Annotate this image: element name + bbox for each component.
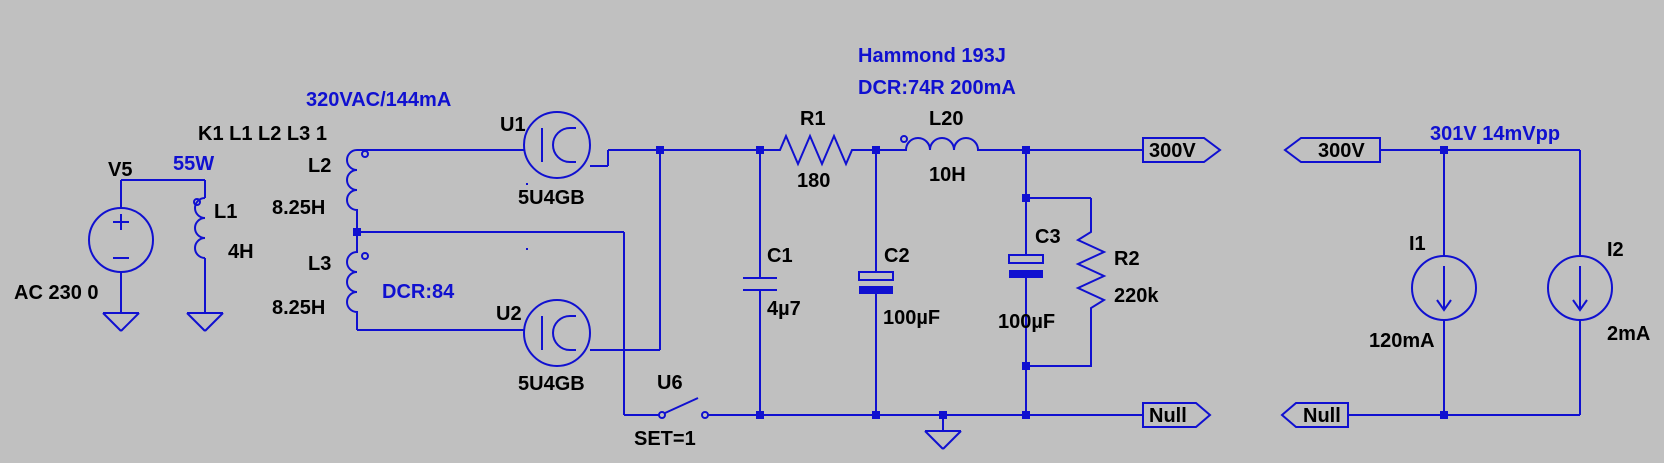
c3-capacitor[interactable] [1008, 254, 1044, 278]
r2-resistor[interactable] [1026, 198, 1107, 367]
i2-current-source[interactable] [1547, 255, 1613, 321]
coupling-directive: K1 L1 L2 L3 1 [198, 123, 327, 145]
c1-bottom-node [756, 411, 764, 419]
null-flag[interactable] [1142, 402, 1212, 428]
l2-value-label: 8.25H [272, 197, 325, 219]
c2-value-label: 100µF [883, 307, 940, 329]
c1-value-label: 4µ7 [767, 298, 801, 320]
l2-name-label: L2 [308, 155, 331, 177]
r1-name-label: R1 [800, 108, 826, 130]
center-tap-node [353, 228, 361, 236]
v5-voltage-source[interactable] [88, 180, 154, 313]
c1-name-label: C1 [767, 245, 793, 267]
in-300v-flag[interactable] [1283, 137, 1381, 163]
u2-value-label: 5U4GB [518, 373, 585, 395]
r1-resistor[interactable] [760, 133, 876, 167]
i1-name-label: I1 [1409, 233, 1426, 255]
v5-value-label: AC 230 0 [14, 282, 99, 304]
l3-value-label: 8.25H [272, 297, 325, 319]
l20-choke[interactable] [876, 137, 1026, 151]
c3-bottom-node [1022, 411, 1030, 419]
l3-inductor[interactable] [346, 232, 369, 330]
l2-inductor[interactable] [346, 149, 369, 232]
u1-value-label: 5U4GB [518, 187, 585, 209]
choke-note-line2: DCR:74R 200mA [858, 77, 1016, 99]
l1-inductor[interactable] [193, 197, 206, 259]
bus-ground-symbol [924, 430, 962, 450]
v5-power-annotation: 55W [173, 153, 214, 175]
l20-name-label: L20 [929, 108, 963, 130]
c2-capacitor[interactable] [858, 271, 894, 294]
out-300v-flag[interactable] [1142, 137, 1222, 163]
stray-mark-1 [526, 183, 528, 185]
l20-value-label: 10H [929, 164, 966, 186]
u2-name-label: U2 [496, 303, 522, 325]
in-300v-label: 300V [1318, 140, 1365, 162]
u6-name-label: U6 [657, 372, 683, 394]
r1-value-label: 180 [797, 170, 830, 192]
measurement-annotation: 301V 14mVpp [1430, 123, 1560, 145]
l1-ground-symbol [186, 312, 224, 332]
c2-bottom-node [872, 411, 880, 419]
choke-note-line1: Hammond 193J [858, 45, 1006, 67]
l3-dcr-annotation: DCR:84 [382, 281, 455, 303]
l1-name-label: L1 [214, 201, 237, 223]
l3-name-label: L3 [308, 253, 331, 275]
null-flag-label: Null [1149, 405, 1187, 427]
c3-value-label: 100µF [998, 311, 1055, 333]
l1-value-label: 4H [228, 241, 254, 263]
transformer-rating-annotation: 320VAC/144mA [306, 89, 451, 111]
u1-rectifier-diode[interactable] [523, 111, 591, 179]
i2-name-label: I2 [1607, 239, 1624, 261]
v5-ground-symbol [102, 312, 140, 332]
stray-mark-2 [526, 248, 528, 250]
in-null-flag[interactable] [1280, 402, 1349, 428]
u6-value-label: SET=1 [634, 428, 696, 450]
c2-name-label: C2 [884, 245, 910, 267]
i1-value-label: 120mA [1369, 330, 1435, 352]
l20-dot [900, 135, 908, 143]
i1-current-source[interactable] [1411, 255, 1477, 321]
out-300v-label: 300V [1149, 140, 1196, 162]
c3-name-label: C3 [1035, 226, 1061, 248]
in-null-label: Null [1303, 405, 1341, 427]
u6-switch[interactable] [658, 397, 709, 419]
rectifier-junction-node [656, 146, 664, 154]
r2-value-label: 220k [1114, 285, 1159, 307]
v5-name-label: V5 [108, 159, 132, 181]
i2-value-label: 2mA [1607, 323, 1650, 345]
r2-name-label: R2 [1114, 248, 1140, 270]
u1-name-label: U1 [500, 114, 526, 136]
u2-rectifier-diode[interactable] [523, 299, 591, 367]
